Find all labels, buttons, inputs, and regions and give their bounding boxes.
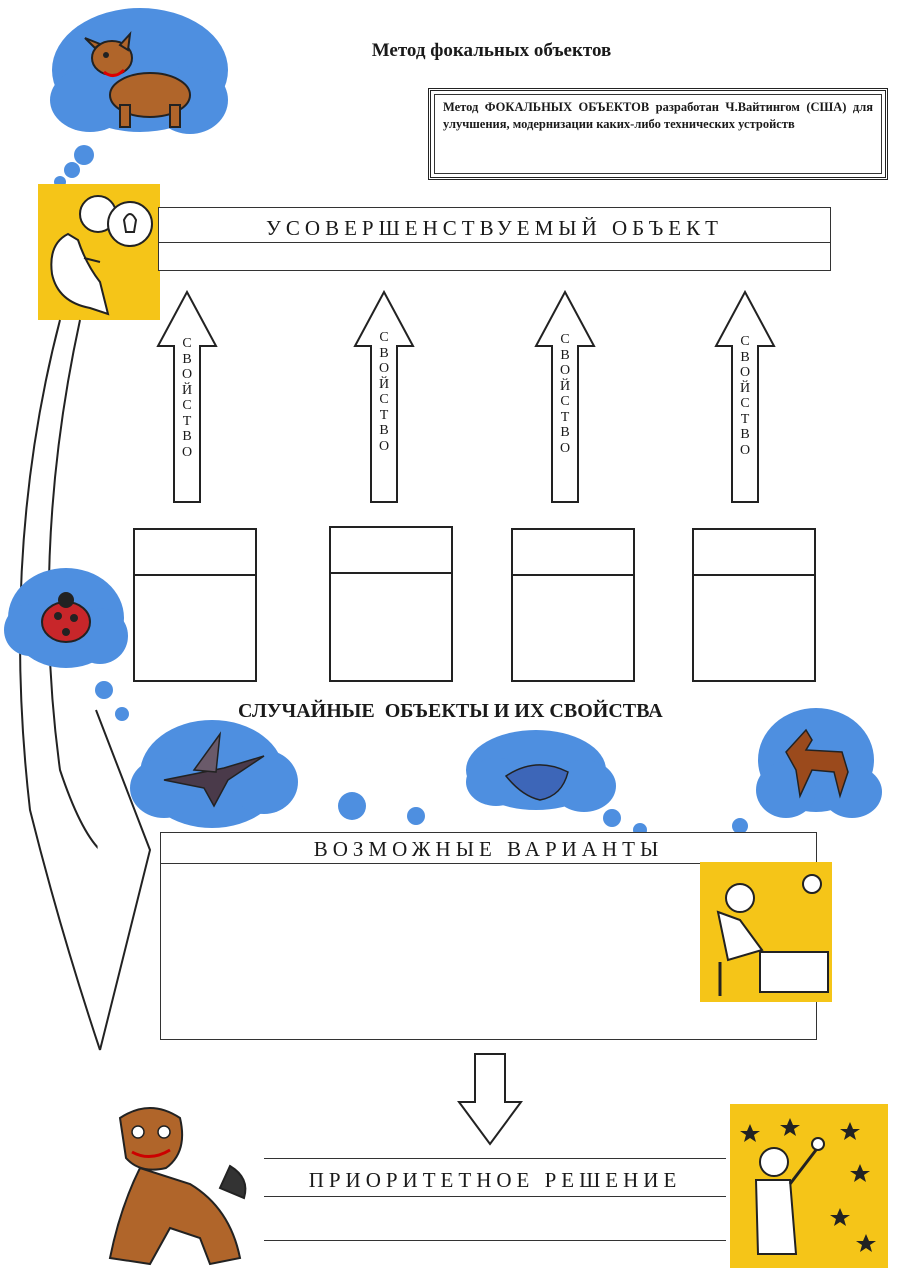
thinking-man-panel xyxy=(38,184,160,320)
improved-object-band: УСОВЕРШЕНСТВУЕМЫЙ ОБЪЕКТ xyxy=(158,207,831,271)
typist-illustration xyxy=(716,874,829,996)
random-object-box-2 xyxy=(329,526,453,682)
page-title: Метод фокальных объектов xyxy=(371,40,612,61)
variants-label: ВОЗМОЖНЫЕ ВАРИАНТЫ xyxy=(313,837,664,861)
variants-divider xyxy=(161,863,816,864)
random-objects-label: СЛУЧАЙНЫЕ ОБЪЕКТЫ И ИХ СВОЙСТВА xyxy=(238,700,663,722)
down-arrow xyxy=(457,1053,523,1146)
thinking-man-illustration xyxy=(50,195,153,316)
info-text: Метод ФОКАЛЬНЫХ ОБЪЕКТОВ разработан Ч.Ва… xyxy=(434,94,882,174)
priority-line-top xyxy=(264,1158,726,1159)
random-object-box-1 xyxy=(133,528,257,682)
info-box: Метод ФОКАЛЬНЫХ ОБЪЕКТОВ разработан Ч.Ва… xyxy=(428,88,888,180)
scientist-stars-illustration xyxy=(740,1118,876,1255)
dog-illustration xyxy=(108,1107,247,1266)
typist-panel xyxy=(700,862,832,1002)
dog-cloud-illustration xyxy=(50,8,228,188)
property-arrow-1 xyxy=(156,289,218,503)
property-arrow-2 xyxy=(353,289,415,503)
improved-object-label: УСОВЕРШЕНСТВУЕМЫЙ ОБЪЕКТ xyxy=(266,216,723,240)
random-object-box-3 xyxy=(511,528,635,682)
priority-line-mid xyxy=(264,1196,726,1197)
dolphin-cloud-illustration xyxy=(338,730,647,837)
property-arrow-4 xyxy=(714,289,776,503)
horse-cloud-illustration xyxy=(732,708,882,834)
ladybug-cloud-illustration xyxy=(4,568,129,721)
property-arrow-3 xyxy=(534,289,596,503)
band-divider xyxy=(159,242,830,243)
priority-line-bottom xyxy=(264,1240,726,1241)
random-object-box-4 xyxy=(692,528,816,682)
priority-label: ПРИОРИТЕТНОЕ РЕШЕНИЕ xyxy=(308,1168,682,1192)
scientist-panel xyxy=(730,1104,888,1268)
curved-flow-arrow xyxy=(19,319,152,1051)
priority-band: ПРИОРИТЕТНОЕ РЕШЕНИЕ xyxy=(264,1158,726,1244)
hummingbird-cloud-illustration xyxy=(130,720,298,828)
